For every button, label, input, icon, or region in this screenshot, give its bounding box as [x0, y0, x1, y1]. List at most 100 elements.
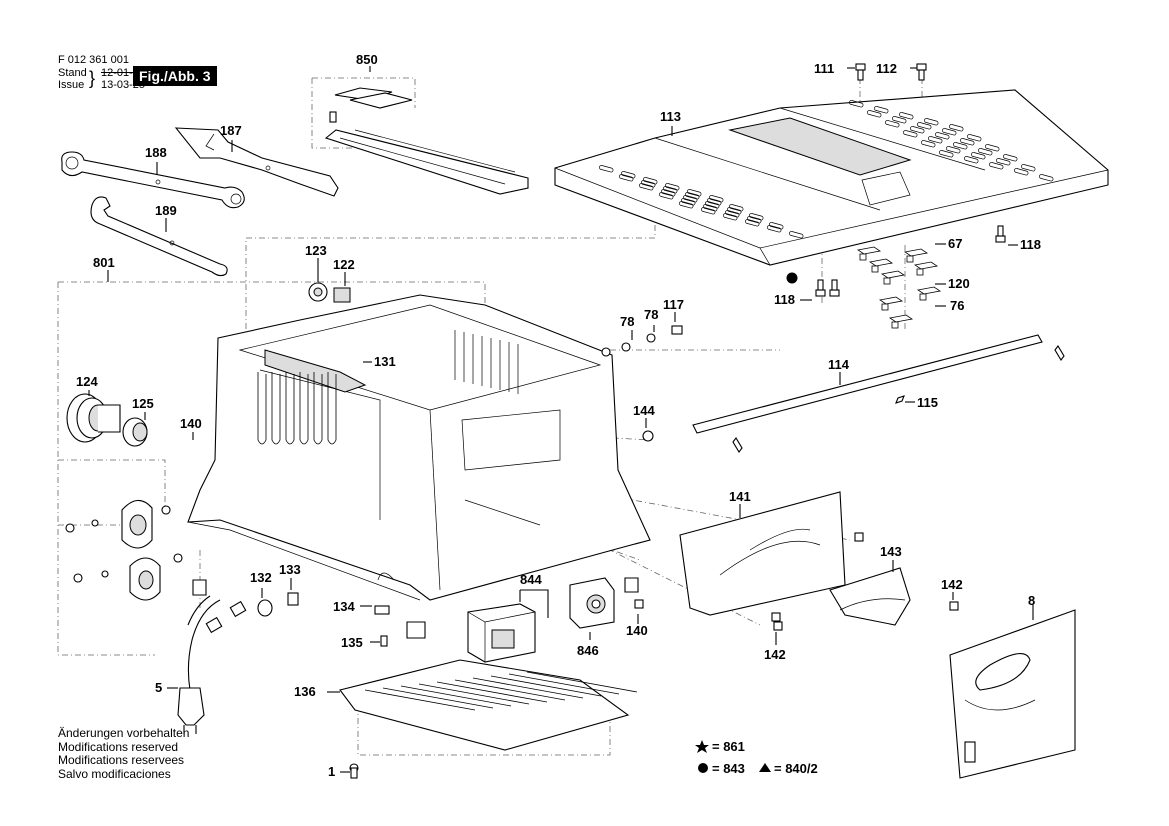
table-slot	[747, 216, 762, 224]
table-slot	[949, 124, 964, 132]
issue-label: Issue	[58, 79, 85, 91]
table-slot	[619, 174, 634, 182]
part-label-140-right: 140	[626, 623, 648, 638]
blade-guard-141	[679, 491, 846, 616]
table-slot	[769, 222, 784, 230]
table-slot	[709, 195, 724, 203]
base-slots	[364, 671, 638, 711]
part-label-846: 846	[577, 643, 599, 658]
base-plate-136	[339, 659, 630, 751]
table-slot	[679, 201, 694, 209]
table-slot	[1039, 174, 1054, 182]
table-slot	[1014, 168, 1029, 176]
legend-star-text: = 861	[712, 739, 745, 754]
part-label-125: 125	[132, 396, 154, 411]
part-label-67: 67	[948, 236, 963, 251]
table-slot	[978, 148, 993, 156]
base-slot	[364, 689, 476, 711]
document-number: F 012 361 001	[58, 54, 129, 66]
feet	[192, 577, 639, 779]
table-slot	[745, 219, 760, 227]
table-slot	[953, 142, 968, 150]
table-slot	[685, 192, 700, 200]
note-line: Salvo modificaciones	[58, 766, 171, 781]
part-label-122: 122	[333, 257, 355, 272]
base-slot	[382, 687, 494, 709]
base-slot	[472, 677, 584, 699]
clip-122	[333, 287, 351, 303]
clamp-nut	[919, 293, 927, 301]
dot-icon	[698, 763, 708, 773]
legend-dot-text: = 843	[712, 761, 745, 776]
part-label-850: 850	[356, 52, 378, 67]
insert-plate-8	[949, 609, 1076, 779]
table-slot	[899, 112, 914, 120]
clamp-nut	[906, 255, 914, 263]
table-slot	[939, 150, 954, 158]
clamp	[868, 258, 894, 267]
table-slot	[641, 180, 656, 188]
note-line: Modifications reservees	[58, 753, 185, 767]
part-label-133: 133	[279, 562, 301, 577]
table-screws	[786, 63, 1006, 297]
part-label-124: 124	[76, 374, 98, 389]
table-slot	[701, 207, 716, 215]
table-slot	[703, 204, 718, 212]
power-cord-5	[177, 595, 247, 734]
part-label-123: 123	[305, 243, 327, 258]
table-slot	[928, 136, 943, 144]
table-slot	[1021, 164, 1036, 172]
stand-label: Stand	[58, 67, 87, 79]
motor-844	[467, 603, 536, 663]
clamp	[878, 296, 904, 305]
table-slot	[989, 162, 1004, 170]
table-slot	[665, 183, 680, 191]
wrench-188	[61, 151, 245, 209]
table-slot	[621, 171, 636, 179]
brace: }	[89, 68, 96, 88]
table-slot	[599, 165, 614, 173]
base-slot	[454, 679, 566, 701]
table-slot	[681, 198, 696, 206]
clamp	[903, 248, 929, 257]
extension-rail-114	[692, 334, 1065, 453]
table-slot	[723, 213, 738, 221]
part-label-111: 111	[814, 61, 835, 76]
rip-fence-850	[311, 77, 529, 195]
base-slot	[418, 683, 530, 705]
note-line: Änderungen vorbehalten	[58, 726, 190, 740]
table-slot	[996, 158, 1011, 166]
table-slot	[767, 225, 782, 233]
part-label-134: 134	[333, 599, 355, 614]
table-slot	[917, 122, 932, 130]
table-slot	[707, 198, 722, 206]
housing-801	[187, 294, 651, 601]
table-slot	[705, 201, 720, 209]
part-label-114: 114	[828, 357, 849, 372]
base-slot	[490, 675, 602, 697]
housing-rib	[271, 372, 281, 445]
clamp	[888, 314, 914, 323]
table-slot	[942, 128, 957, 136]
part-label-142-bottom: 142	[764, 647, 786, 662]
table-slot	[892, 116, 907, 124]
switch-cap-125	[122, 417, 148, 447]
part-label-844: 844	[520, 572, 542, 587]
wrench-189	[90, 196, 228, 277]
part-label-187: 187	[220, 123, 242, 138]
legend-triangle-text: = 840/2	[774, 761, 818, 776]
part-label-113: 113	[660, 109, 681, 124]
clamp-nut	[859, 253, 867, 261]
clamp	[880, 270, 906, 279]
table-slots	[599, 100, 1054, 239]
table-slot	[874, 106, 889, 114]
table-slot	[885, 120, 900, 128]
part-label-118-left: 118	[774, 292, 795, 307]
note-line: Modifications reserved	[58, 739, 179, 754]
figure-label: Fig./Abb. 3	[133, 66, 217, 86]
table-slot	[924, 118, 939, 126]
part-label-144: 144	[633, 403, 655, 418]
table-slot	[910, 126, 925, 134]
part-label-142-right: 142	[941, 577, 963, 592]
